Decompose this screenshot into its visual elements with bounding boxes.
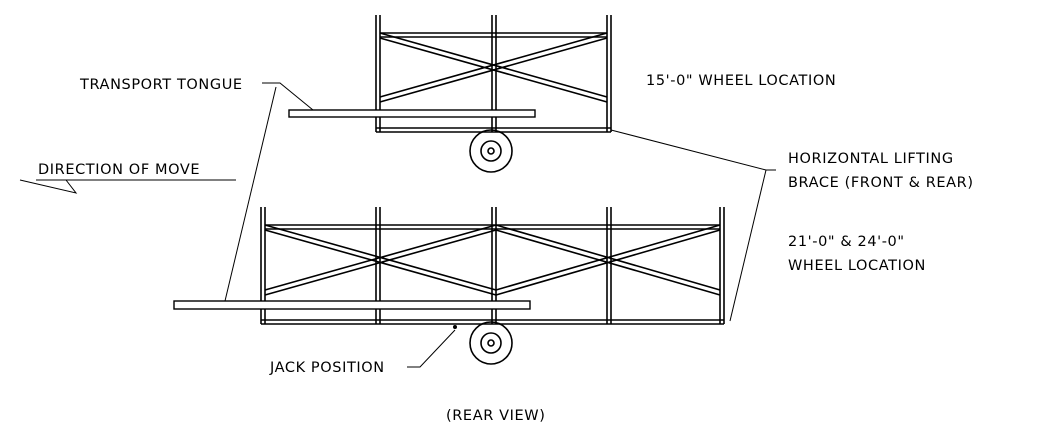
label-transport-tongue: TRANSPORT TONGUE: [79, 77, 243, 93]
label-jack-position: JACK POSITION: [269, 360, 385, 376]
leader-lines: [224, 82, 776, 368]
long-trailer-tongue: [173, 300, 531, 310]
label-15-wheel-location: 15'-0" WHEEL LOCATION: [646, 73, 836, 89]
label-rear-view: (REAR VIEW): [446, 408, 545, 424]
short-trailer-tongue: [288, 109, 536, 118]
direction-arrow-icon: [19, 179, 236, 194]
label-direction-of-move: DIRECTION OF MOVE: [38, 162, 200, 178]
label-21-24-line1: 21'-0" & 24'-0": [788, 234, 905, 250]
short-trailer-frame: [375, 15, 612, 133]
long-trailer-frame: [260, 207, 725, 325]
label-21-24-line2: WHEEL LOCATION: [788, 258, 926, 274]
label-horizontal-lifting-1: HORIZONTAL LIFTING: [788, 151, 954, 167]
jack-position-marker: [453, 325, 457, 329]
short-trailer-wheel: [469, 129, 513, 173]
long-trailer-wheel: [469, 321, 513, 365]
label-horizontal-lifting-2: BRACE (FRONT & REAR): [788, 175, 974, 191]
